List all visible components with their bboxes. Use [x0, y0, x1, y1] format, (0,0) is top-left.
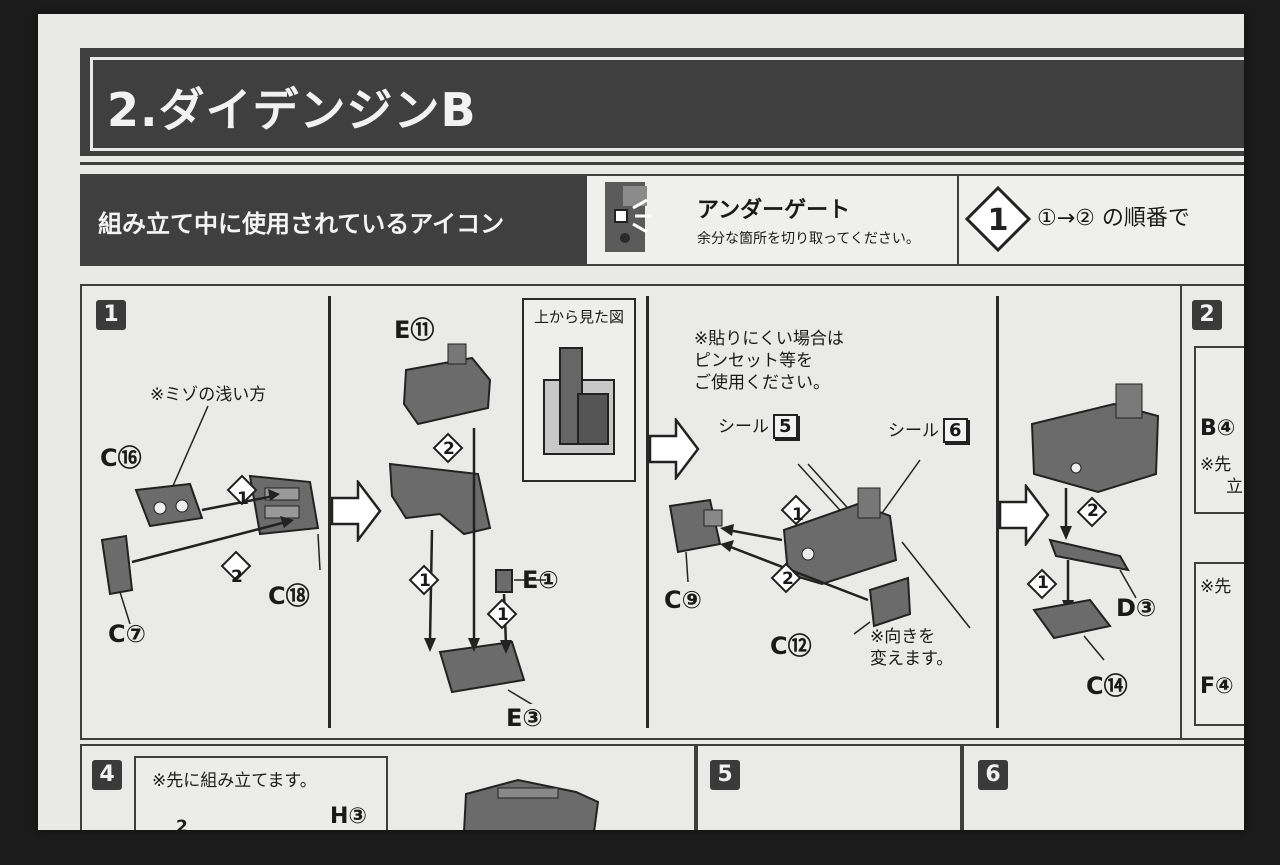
undergate-legend: アンダーゲート 余分な箇所を切り取ってください。 — [585, 174, 959, 266]
note-tweezers: ※貼りにくい場合は ピンセット等を ご使用ください。 — [694, 329, 844, 393]
title-inner-frame: 2.ダイデンジンB — [90, 57, 1244, 151]
divider-3 — [996, 296, 999, 728]
flow-arrow-1 — [330, 480, 382, 542]
order-diamond-icon: 1 — [965, 186, 1031, 252]
seq-2-e: 2 — [1087, 501, 1099, 521]
step-5-panel — [696, 744, 962, 830]
part-f4-label: F④ — [1200, 674, 1234, 699]
seq-1-b: 1 — [419, 571, 431, 591]
step1c-diagram — [668, 459, 971, 635]
step-4-number: 4 — [92, 760, 122, 790]
divider-2 — [646, 296, 649, 728]
page-title: 2.ダイデンジンB — [107, 83, 477, 137]
order-description: ①→② の順番で — [1037, 206, 1190, 231]
seq-1-e: 1 — [1037, 573, 1049, 593]
part-c16-label: C⑯ — [100, 444, 142, 472]
flow-arrow-3 — [998, 484, 1050, 546]
part-e1-label: E① — [522, 566, 559, 594]
order-badge-number: 1 — [988, 203, 1009, 238]
flow-arrow-2 — [648, 418, 700, 480]
step-4-part-diagram — [463, 778, 600, 830]
step1b-diagram — [388, 343, 546, 704]
seq-1-c: 1 — [497, 605, 509, 625]
step-4-note-box: ※先に組み立てます。 H③ 2 — [134, 756, 388, 830]
undergate-title: アンダーゲート — [697, 198, 851, 223]
part-e3-label: E③ — [506, 704, 543, 732]
note-direction: ※向きを 変えます。 — [870, 627, 954, 669]
step1a-diagram — [100, 405, 321, 625]
part-c12-label: C⑫ — [770, 632, 812, 660]
part-e11-label: E⑪ — [394, 316, 435, 344]
order-legend: 1 ①→② の順番で — [957, 174, 1244, 266]
part-b4-label: B④ — [1200, 416, 1236, 441]
title-block: 2.ダイデンジンB 組み立て中に使用されているアイコン アンダーゲート 余分な箇… — [38, 14, 1244, 830]
step-2-note-a: ※先 — [1200, 455, 1232, 475]
seq-2-step4: 2 — [176, 817, 188, 830]
sticker-6-number: 6 — [943, 418, 968, 443]
step-2-subbox-a: B④ ※先 立 — [1194, 346, 1244, 514]
part-c18-label: C⑱ — [268, 582, 310, 610]
step-2-number: 2 — [1192, 300, 1222, 330]
divider-1 — [328, 296, 331, 728]
step1d-diagram — [1026, 383, 1160, 661]
title-underline — [80, 162, 1244, 165]
step-2-note-c: ※先 — [1200, 577, 1232, 597]
undergate-icon — [605, 182, 651, 252]
part-c9-label: C⑨ — [664, 586, 702, 614]
step-2-note-b: 立 — [1226, 477, 1243, 497]
undergate-description: 余分な箇所を切り取ってください。 — [697, 231, 920, 247]
top-view-caption: 上から見た図 — [534, 308, 625, 326]
step-2-subbox-b: ※先 F④ — [1194, 562, 1244, 726]
seq-2-d: 2 — [782, 569, 794, 589]
sticker-5-text: シール — [718, 417, 769, 437]
step-6-number: 6 — [978, 760, 1008, 790]
step-4-note: ※先に組み立てます。 — [152, 771, 317, 791]
seq-2-b: 2 — [443, 439, 455, 459]
sticker-6-text: シール — [888, 421, 939, 441]
part-d3-label: D③ — [1116, 594, 1157, 622]
step-6-panel — [962, 744, 1244, 830]
note-shallow-groove: ※ミゾの浅い方 — [150, 385, 267, 405]
seq-1-d: 1 — [792, 505, 804, 525]
seq-1-a: 1 — [237, 489, 249, 509]
part-c7-label: C⑦ — [108, 620, 146, 648]
top-view-box: 上から見た図 — [522, 298, 636, 482]
top-view-diagram — [543, 347, 615, 455]
icon-legend-heading: 組み立て中に使用されているアイコン — [80, 174, 585, 266]
icon-legend-heading-text: 組み立て中に使用されているアイコン — [98, 210, 505, 238]
step-1-number: 1 — [96, 300, 126, 330]
seq-2-a: 2 — [231, 567, 243, 587]
part-c14-label: C⑭ — [1086, 672, 1128, 700]
step-5-number: 5 — [710, 760, 740, 790]
title-bar: 2.ダイデンジンB — [80, 48, 1244, 156]
sticker-5-number: 5 — [773, 414, 798, 439]
part-h3-label: H③ — [330, 804, 368, 829]
